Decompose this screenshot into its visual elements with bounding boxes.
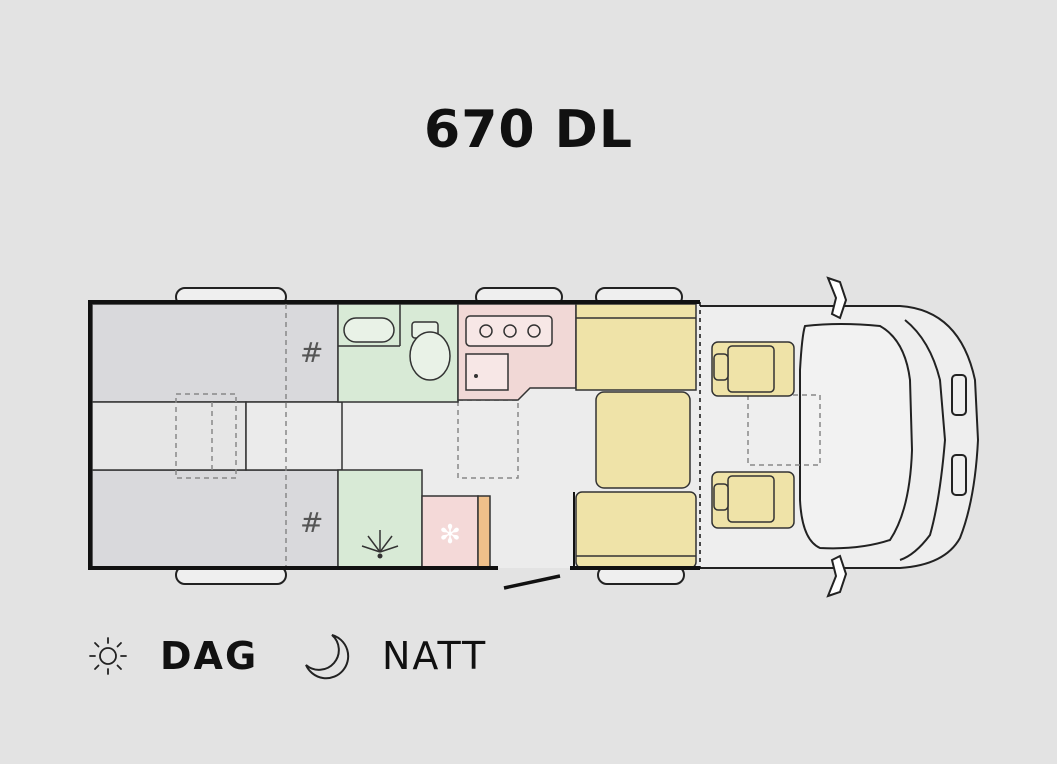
sun-icon bbox=[89, 637, 127, 675]
dinette-seating bbox=[575, 303, 697, 569]
rear-bed-left: # bbox=[91, 303, 339, 403]
bed-step bbox=[245, 401, 343, 471]
rear-bed-middle bbox=[91, 401, 247, 471]
cabinet bbox=[477, 495, 491, 569]
day-label: DAG bbox=[160, 634, 259, 678]
vehicle-cab bbox=[700, 276, 980, 598]
kitchen bbox=[457, 303, 577, 401]
floorplan-title: 670 DL bbox=[424, 100, 633, 160]
svg-text:#: # bbox=[300, 336, 323, 369]
fridge bbox=[421, 495, 479, 569]
rear-bed-right: # bbox=[91, 469, 339, 569]
night-label: NATT bbox=[382, 634, 488, 678]
snowflake-icon: ✻ bbox=[439, 520, 461, 550]
svg-text:#: # bbox=[300, 506, 323, 539]
cab-seat-left bbox=[711, 341, 795, 397]
entry-door bbox=[503, 574, 561, 590]
walls bbox=[88, 300, 701, 570]
cab-seat-right bbox=[711, 471, 795, 529]
night-view-toggle[interactable]: NATT bbox=[302, 628, 487, 684]
shower bbox=[337, 469, 423, 569]
bathroom bbox=[337, 303, 459, 403]
day-view-toggle[interactable]: DAG bbox=[86, 628, 258, 684]
moon-icon bbox=[305, 634, 350, 680]
